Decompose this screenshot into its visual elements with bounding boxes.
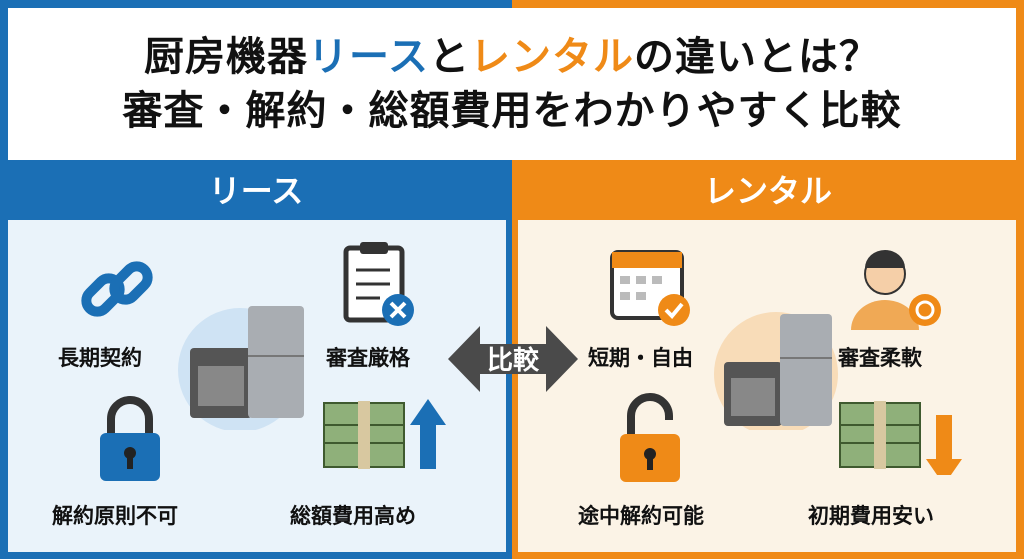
rental-item-flexible-screening: 審査柔軟 — [838, 346, 922, 370]
lease-item-strict-screening: 審査厳格 — [326, 346, 410, 370]
compare-arrow: 比較 — [448, 320, 578, 398]
rental-item-cancellable: 途中解約可能 — [578, 504, 704, 528]
lock-open-icon — [620, 393, 680, 482]
title-text: と — [429, 34, 470, 80]
rental-item-short-term: 短期・自由 — [588, 346, 693, 370]
double-arrow-icon — [448, 326, 578, 392]
money-stack-up-icon — [323, 399, 446, 469]
title-rental: レンタル — [470, 34, 634, 80]
person-avatar-icon — [851, 250, 941, 330]
lease-item-no-cancellation: 解約原則不可 — [52, 504, 178, 528]
rental-item-low-initial-cost: 初期費用安い — [808, 504, 934, 528]
rental-header: レンタル — [703, 172, 832, 210]
lease-item-long-term: 長期契約 — [58, 346, 142, 370]
lock-closed-icon — [100, 396, 160, 481]
page-title: 厨房機器リースとレンタルの違いとは？ 審査・解約・総額費用をわかりやすく比較 — [8, 8, 1016, 160]
kitchen-appliances-icon — [178, 306, 304, 430]
compare-label: 比較 — [486, 346, 539, 376]
lease-item-high-total-cost: 総額費用高め — [290, 504, 416, 528]
calendar-check-icon — [610, 250, 690, 326]
clipboard-checklist-icon — [343, 242, 414, 326]
title-text: 厨房機器 — [144, 34, 308, 80]
chain-link-icon — [81, 261, 153, 317]
subtitle: 審査・解約・総額費用をわかりやすく比較 — [122, 88, 902, 134]
title-text: の違いとは？ — [634, 34, 880, 80]
lease-header: リース — [208, 172, 304, 210]
title-lease: リース — [308, 34, 429, 80]
kitchen-appliances-icon — [714, 312, 838, 430]
money-stack-down-icon — [839, 401, 962, 475]
